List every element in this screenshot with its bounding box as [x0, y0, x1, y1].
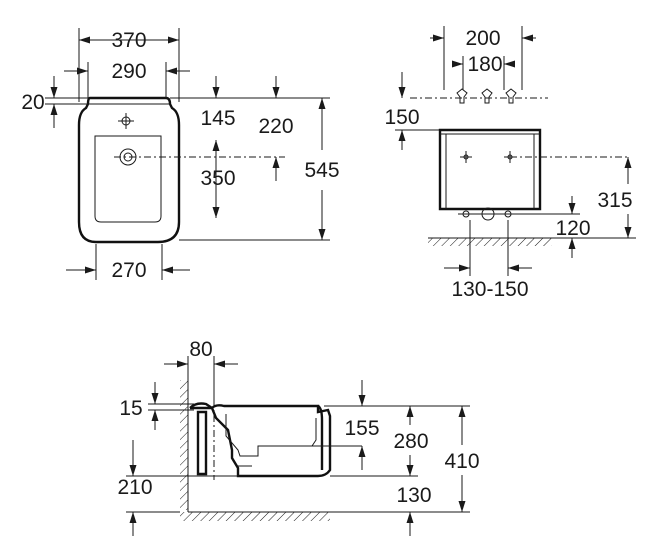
- dim-rim-thickness: 15: [119, 397, 142, 420]
- dim-floor-gap: 210: [117, 476, 152, 499]
- dim-pipe-height: 150: [384, 106, 419, 129]
- section-view: 80 15 155 280 410 210 130: [117, 338, 480, 536]
- dim-overall-height: 410: [444, 450, 479, 473]
- dim-tap-to-back: 145: [200, 107, 235, 130]
- dim-overall-depth: 545: [304, 159, 339, 182]
- dim-inner-155: 155: [344, 417, 379, 440]
- dim-inner-spacing: 180: [467, 53, 502, 76]
- top-view: 370 290 20 145 220 350 545 270: [21, 28, 340, 282]
- dim-drain-height: 120: [555, 217, 590, 240]
- dim-overall-width: 370: [111, 29, 146, 52]
- floor-hatch: [428, 238, 552, 246]
- bidet-section-profile: [190, 404, 332, 478]
- dim-depth-220: 220: [258, 115, 293, 138]
- dim-offset: 20: [21, 91, 44, 114]
- dim-drain-to-front: 350: [200, 167, 235, 190]
- dim-base-130: 130: [396, 484, 431, 507]
- dim-hole-height: 315: [597, 189, 632, 212]
- dim-drain-spacing: 130-150: [451, 278, 528, 301]
- supply-pipes: [410, 88, 548, 104]
- fixing-holes: [460, 151, 516, 163]
- back-view: 200 180 150 315 120 130-150: [384, 26, 636, 301]
- bidet-top-outline: [77, 96, 181, 244]
- bidet-back-outline: [438, 128, 542, 211]
- dim-outer-spacing: 200: [465, 27, 500, 50]
- dim-height-280: 280: [393, 430, 428, 453]
- dim-rim-width: 290: [111, 60, 146, 83]
- section-floor-hatch: [180, 512, 330, 521]
- wall-hatch: [180, 380, 188, 510]
- dim-wall-offset: 80: [189, 338, 212, 361]
- drain-outlets: [458, 207, 518, 221]
- dim-base-width: 270: [111, 259, 146, 282]
- bowl-outline: [94, 135, 162, 223]
